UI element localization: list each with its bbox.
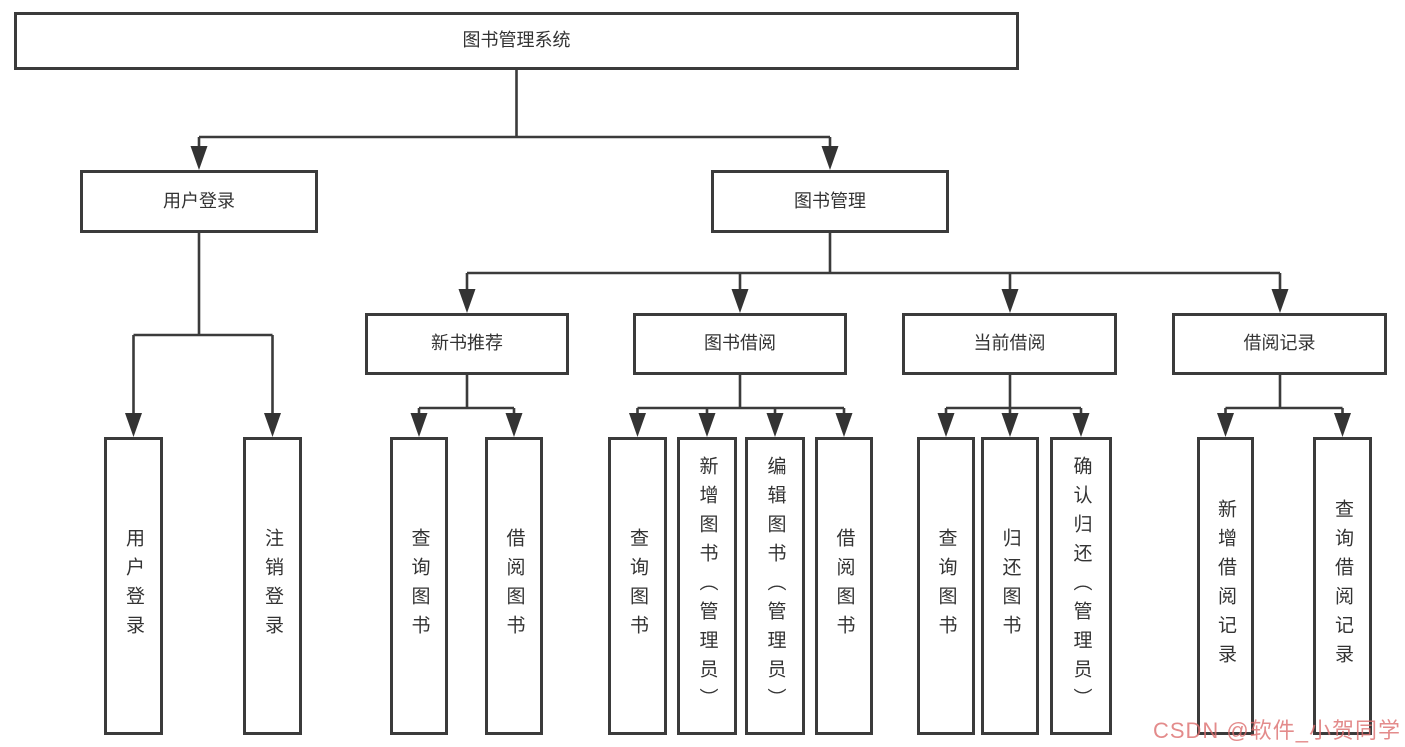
node-library-management-system: 图书管理系统 [14,12,1019,70]
node-book-management: 图书管理 [711,170,949,233]
node-current-borrowing: 当前借阅 [902,313,1117,375]
leaf-logout: 注销登录 [243,437,302,735]
leaf-query-borrow-record: 查询借阅记录 [1313,437,1372,735]
leaf-add-borrow-record: 新增借阅记录 [1197,437,1254,735]
leaf-user-login: 用户登录 [104,437,163,735]
leaf-query-books-borrow: 查询图书 [608,437,667,735]
leaf-query-books-current: 查询图书 [917,437,975,735]
node-user-login: 用户登录 [80,170,318,233]
node-book-borrowing: 图书借阅 [633,313,847,375]
arrowhead-icons [125,146,1351,437]
leaf-add-books-admin: 新增图书（管理员） [677,437,737,735]
leaf-query-books-recommend: 查询图书 [390,437,448,735]
node-borrowing-records: 借阅记录 [1172,313,1387,375]
leaf-borrow-books: 借阅图书 [815,437,873,735]
leaf-borrow-books-recommend: 借阅图书 [485,437,543,735]
leaf-return-books: 归还图书 [981,437,1039,735]
leaf-confirm-return-admin: 确认归还（管理员） [1050,437,1112,735]
leaf-edit-books-admin: 编辑图书（管理员） [745,437,805,735]
csdn-watermark: CSDN @软件_小贺同学 [1152,718,1401,743]
node-new-book-recommend: 新书推荐 [365,313,569,375]
